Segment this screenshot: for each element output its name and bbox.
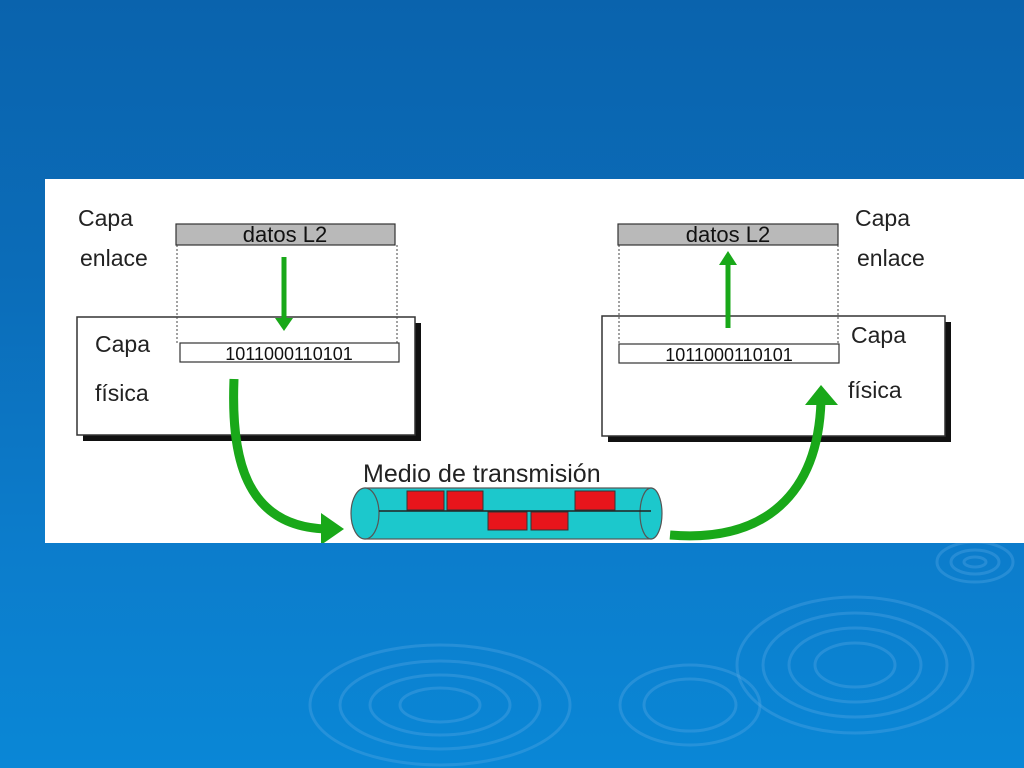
left-frame-header [175, 223, 396, 246]
signal-block [406, 490, 445, 511]
left-protocol-stack: datos L2 101100011010​1 Capa enlace Capa… [76, 205, 421, 441]
right-physical-layer-box [601, 315, 946, 437]
medium-tube-end-right [639, 487, 663, 540]
up-arrow-icon [719, 251, 737, 328]
right-link-layer-label-line2: enlace [857, 245, 925, 271]
right-bits-box [618, 343, 840, 364]
medium-tube-end-left [350, 487, 380, 540]
signal-block [487, 511, 528, 531]
left-link-layer-label-line2: enlace [80, 245, 148, 271]
physical-layer-diagram: datos L2 101100011010​1 Capa enlace Capa… [76, 205, 951, 543]
left-physical-layer-label-line1: Capa [95, 331, 150, 357]
right-protocol-stack: datos L2 101100011010​1 Capa enlace Capa… [601, 205, 951, 442]
left-bits-box [179, 342, 400, 363]
left-bits: 101100011010​1 [225, 344, 352, 364]
right-frame-header [617, 223, 839, 246]
curved-arrow-to-medium-icon [229, 378, 344, 543]
left-physical-layer-box [76, 316, 416, 436]
left-physical-layer-label-line2: física [95, 380, 149, 406]
right-bits: 101100011010​1 [665, 345, 792, 365]
right-link-layer-label-line1: Capa [855, 205, 910, 231]
curved-arrow-from-medium-icon [669, 385, 838, 541]
signal-block [530, 511, 569, 531]
down-arrow-icon [275, 257, 293, 331]
left-link-layer-label-line1: Capa [78, 205, 133, 231]
signal-block [574, 490, 616, 511]
signal-blocks [406, 490, 616, 531]
right-frame-label: datos L2 [686, 222, 770, 247]
diagram-panel: datos L2 101100011010​1 Capa enlace Capa… [45, 179, 1024, 543]
right-physical-layer-label-line2: física [848, 377, 902, 403]
signal-block [446, 490, 484, 511]
medium-label: Medio de transmisión [363, 460, 601, 488]
right-physical-layer-label-line1: Capa [851, 322, 906, 348]
transmission-medium: Medio de transmisión [350, 460, 663, 540]
left-frame-label: datos L2 [243, 222, 327, 247]
